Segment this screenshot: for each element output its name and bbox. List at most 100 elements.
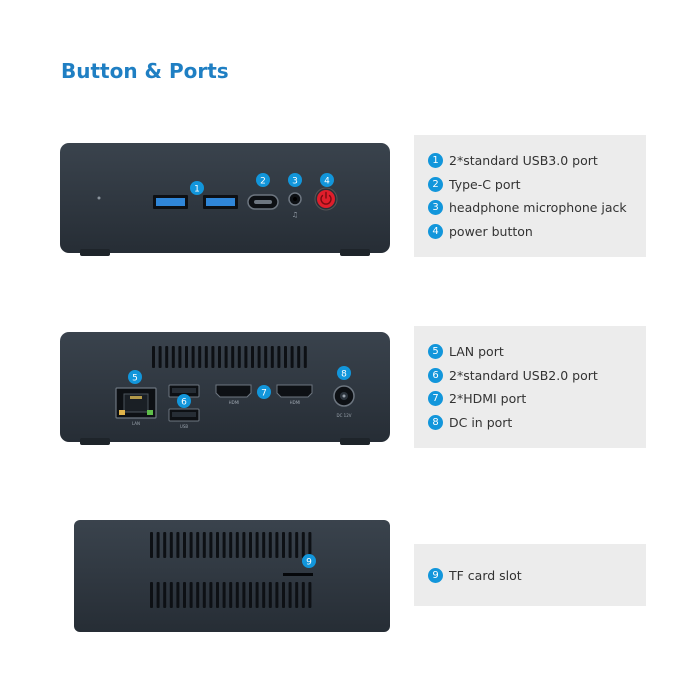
vent-slat [178, 346, 182, 368]
vent-slat [264, 346, 268, 368]
vent-slat [196, 532, 200, 558]
vent-slat [242, 532, 246, 558]
vent-slat [235, 532, 239, 558]
vent-slat [189, 532, 193, 558]
vent-slat [270, 346, 274, 368]
vent-slat [202, 582, 206, 608]
marker-7: 7 [257, 385, 271, 399]
legend-item: 8 DC in port [428, 411, 646, 435]
legend-number-badge: 7 [428, 391, 443, 407]
vent-slat [268, 582, 272, 608]
vent-slat [169, 532, 173, 558]
marker-4: 4 [320, 173, 334, 187]
vent-slat [198, 346, 202, 368]
svg-text:7: 7 [261, 389, 267, 399]
vent-slat [152, 346, 155, 368]
vent-slat [303, 346, 307, 368]
svg-text:4: 4 [324, 177, 330, 187]
hdmi-port [215, 384, 252, 398]
marker-1: 1 [190, 181, 204, 195]
usb-label: USB [180, 424, 188, 429]
legend-item: 9 TF card slot [428, 563, 522, 587]
vent-slat [231, 346, 235, 368]
vent-slat [242, 582, 246, 608]
vent-slat [183, 582, 186, 608]
vent-slat [156, 532, 160, 558]
legend-label: headphone microphone jack [449, 200, 627, 216]
vent-slat [218, 346, 221, 368]
device-front-view: ♫ 1 2 3 4 [58, 141, 392, 259]
legend-label: 2*standard USB3.0 port [449, 153, 598, 169]
vent-slat [150, 532, 153, 558]
legend-number-badge: 5 [428, 344, 443, 360]
vent-slat [196, 582, 200, 608]
marker-9: 9 [302, 554, 316, 568]
usb3-port [203, 195, 238, 209]
hdmi-label: HDMI [229, 400, 240, 405]
vent-slat [202, 532, 206, 558]
vent-slat [275, 532, 279, 558]
legend-item: 1 2*standard USB3.0 port [428, 149, 646, 173]
vent-slat [295, 582, 299, 608]
svg-text:5: 5 [132, 374, 138, 384]
vent-grille [152, 346, 307, 368]
legend-label: TF card slot [449, 567, 522, 583]
vent-slat [301, 532, 305, 558]
device-side-view: 9 [72, 518, 392, 636]
vent-slat [262, 532, 266, 558]
legend-label: DC in port [449, 414, 513, 430]
svg-text:2: 2 [260, 177, 266, 187]
vent-slat [244, 346, 248, 368]
page-title: Button & Ports [61, 59, 229, 83]
vent-slat [288, 532, 292, 558]
vent-slat [288, 582, 292, 608]
legend-number-badge: 8 [428, 414, 443, 430]
vent-slat [268, 532, 272, 558]
vent-slat [237, 346, 241, 368]
vent-slat [209, 582, 213, 608]
legend-item: 2 Type-C port [428, 173, 646, 197]
vent-slat [257, 346, 261, 368]
dc-label: DC 12V [337, 413, 352, 418]
legend-item: 7 2*HDMI port [428, 387, 646, 411]
legend-panel-rear: 5 LAN port 6 2*standard USB2.0 port 7 2*… [414, 326, 646, 448]
legend-label: 2*standard USB2.0 port [449, 367, 598, 383]
vent-slat [308, 582, 312, 608]
tf-card-slot [283, 573, 313, 576]
vent-slat [169, 582, 173, 608]
legend-label: 2*HDMI port [449, 391, 527, 407]
vent-slat [189, 582, 193, 608]
vent-slat [249, 532, 252, 558]
vent-slat [284, 346, 287, 368]
vent-slat [251, 346, 254, 368]
legend-label: LAN port [449, 344, 504, 360]
hdmi-label: HDMI [290, 400, 301, 405]
vent-slat [150, 582, 153, 608]
vent-slat [163, 532, 167, 558]
vent-slat [204, 346, 208, 368]
legend-item: 4 power button [428, 220, 646, 244]
legend-item: 5 LAN port [428, 340, 646, 364]
marker-3: 3 [288, 173, 302, 187]
lan-port [115, 387, 157, 419]
vent-slat [290, 346, 294, 368]
vent-slat [211, 346, 215, 368]
vent-slat [235, 582, 239, 608]
headphone-icon: ♫ [292, 211, 298, 219]
vent-slat [282, 532, 285, 558]
vent-slat [216, 582, 219, 608]
vent-slat [222, 582, 226, 608]
vent-slat [262, 582, 266, 608]
marker-5: 5 [128, 370, 142, 384]
vent-slat [191, 346, 195, 368]
vent-slat [176, 532, 180, 558]
marker-2: 2 [256, 173, 270, 187]
legend-item: 6 2*standard USB2.0 port [428, 364, 646, 388]
svg-text:8: 8 [341, 370, 347, 380]
legend-label: Type-C port [449, 176, 521, 192]
vent-slat [277, 346, 281, 368]
vent-slat [163, 582, 167, 608]
marker-8: 8 [337, 366, 351, 380]
vent-slat [158, 346, 162, 368]
svg-text:6: 6 [181, 398, 187, 408]
